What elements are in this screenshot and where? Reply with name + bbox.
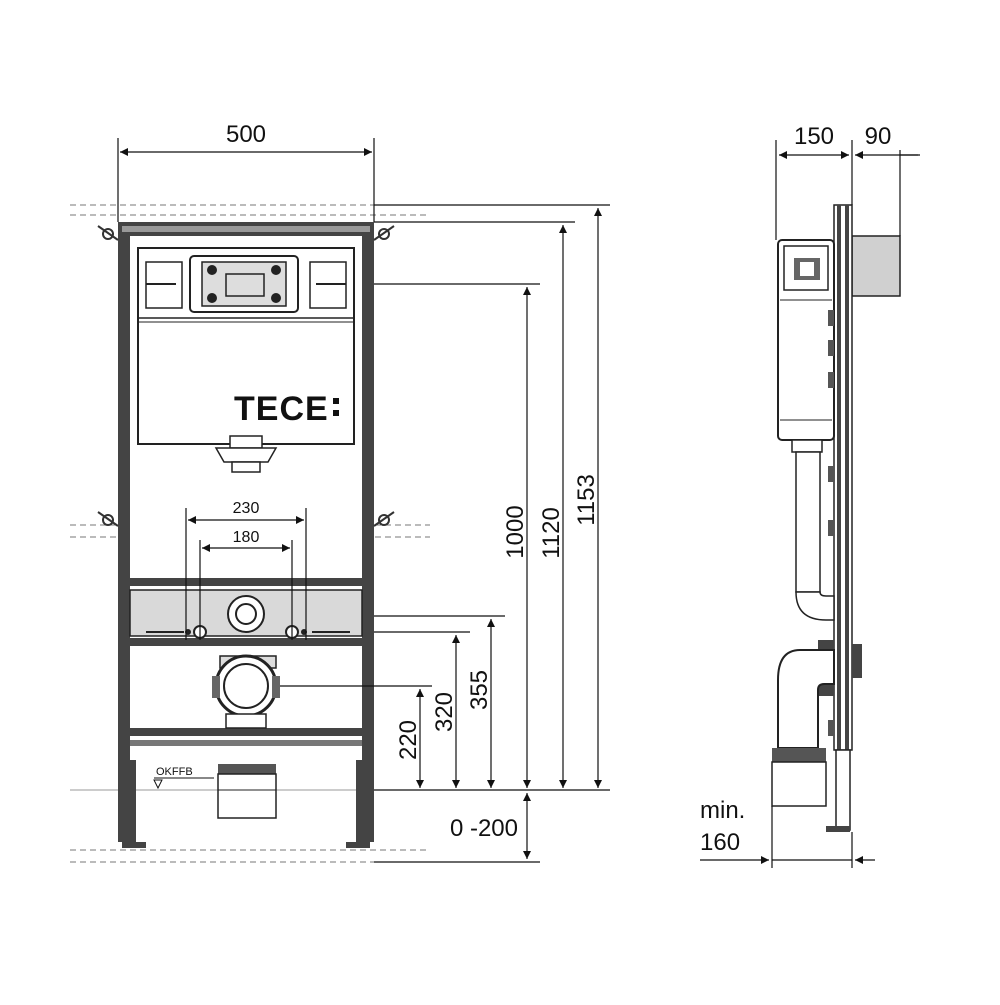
drain-pipe (212, 654, 280, 819)
dim-height-1120: 1120 (538, 507, 565, 559)
cistern (137, 247, 355, 473)
front-frame (97, 222, 395, 848)
dim-height-320: 320 (431, 692, 458, 732)
dim-adjust-0-200: 0 -200 (450, 815, 518, 842)
side-dimension-lines (700, 140, 920, 868)
dim-spacing-230: 230 (233, 500, 260, 517)
dim-height-1000: 1000 (502, 505, 529, 558)
brand-logo: TECE (234, 390, 329, 428)
level-mark-icon (153, 777, 214, 790)
dim-spacing-180: 180 (233, 529, 260, 546)
building-lines (70, 204, 530, 863)
dim-min-160: 160 (700, 829, 740, 856)
dim-width-500: 500 (226, 121, 266, 148)
level-mark-label: OKFFB (156, 766, 193, 778)
brand-logo-dots (333, 398, 339, 416)
dim-depth-150: 150 (794, 123, 834, 150)
mounting-plate (129, 589, 363, 639)
dim-depth-90: 90 (865, 123, 892, 150)
dim-height-355: 355 (466, 670, 493, 710)
dim-min-label: min. (700, 797, 745, 824)
dim-height-220: 220 (395, 720, 422, 760)
dim-height-1153: 1153 (573, 474, 600, 526)
side-view (771, 204, 901, 832)
front-dimension-lines (117, 138, 610, 863)
